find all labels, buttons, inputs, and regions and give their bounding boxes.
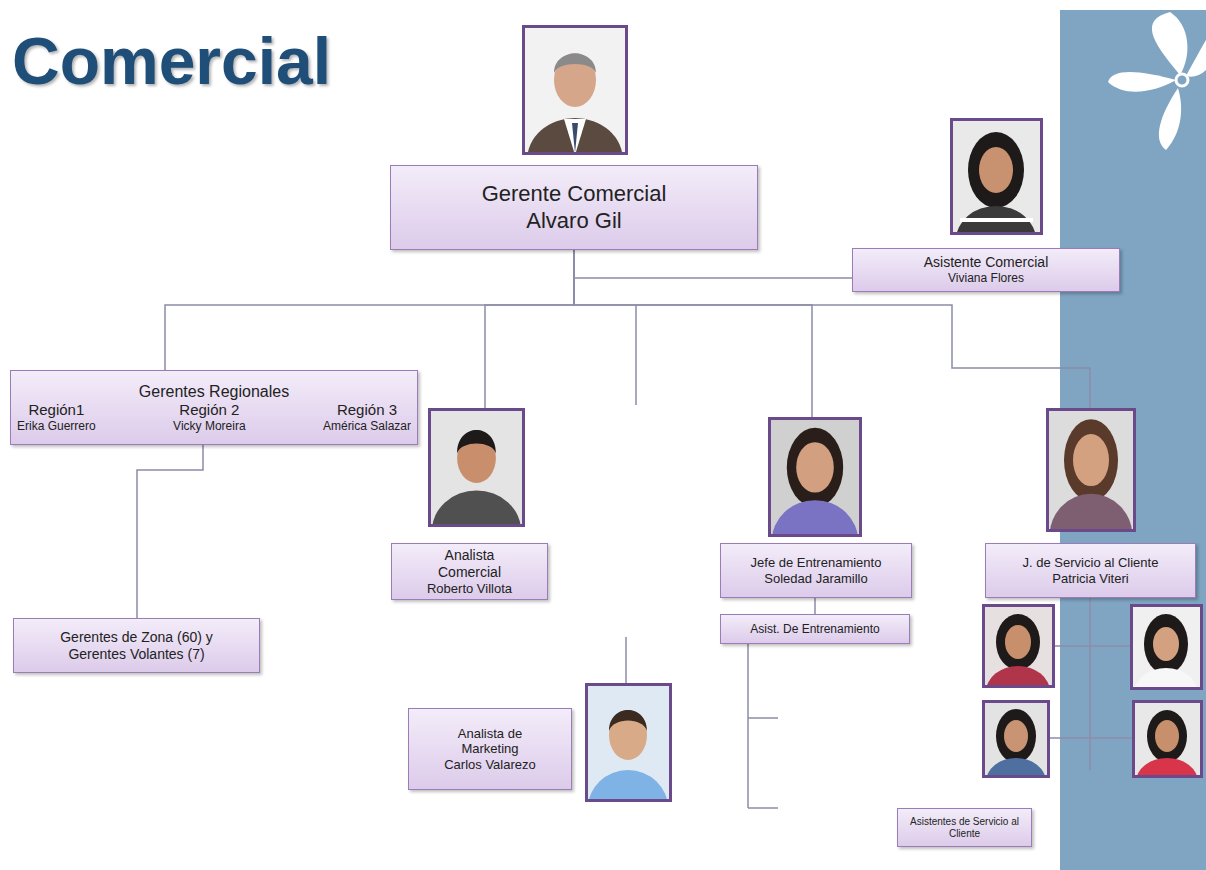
node-text: Asist. De Entrenamiento	[750, 622, 879, 636]
org-box: Gerentes RegionalesRegión1Erika Guerrero…	[10, 370, 418, 445]
node-text: Gerente Comercial	[482, 181, 667, 207]
org-connector	[574, 250, 1090, 408]
node-text: J. de Servicio al Cliente	[1023, 555, 1159, 571]
org-connector	[814, 598, 816, 614]
node-text: Jefe de Entrenamiento	[751, 555, 882, 571]
org-node: Analista ComercialRoberto Villota	[391, 408, 548, 600]
org-box: Asistentes de Servicio al Cliente	[897, 808, 1032, 847]
node-text: Gerentes Regionales	[139, 382, 289, 401]
org-node: Jefe de EntrenamientoSoledad Jaramillo	[720, 417, 912, 598]
org-box: Gerentes de Zona (60) y Gerentes Volante…	[13, 618, 260, 673]
node-text: Región 2	[179, 401, 239, 419]
region-row: Región1Erika Guerrero Región 2Vicky Morei…	[17, 401, 411, 433]
org-box: Analista de MarketingCarlos Valarezo	[408, 708, 572, 790]
node-text: Roberto Villota	[427, 581, 512, 597]
photo	[1046, 408, 1136, 532]
photo	[982, 700, 1050, 806]
photo	[428, 408, 525, 527]
org-connector	[574, 250, 852, 278]
org-node: J. de Servicio al ClientePatricia Viteri	[985, 408, 1196, 598]
photo	[585, 683, 672, 846]
chart-title: Comercial	[12, 22, 331, 101]
node-text: Región1	[28, 401, 84, 419]
node-text: Viviana Flores	[948, 271, 1024, 285]
org-node: Gerente ComercialAlvaro Gil	[390, 165, 758, 250]
node-text: Erika Guerrero	[17, 419, 96, 433]
photo	[768, 417, 862, 537]
org-box: J. de Servicio al ClientePatricia Viteri	[985, 543, 1196, 598]
node-text: Región 3	[337, 401, 397, 419]
org-connector	[574, 250, 812, 417]
node-text: Gerentes de Zona (60) y Gerentes Volante…	[49, 629, 224, 663]
node-text: América Salazar	[323, 419, 411, 433]
node-text: Soledad Jaramillo	[764, 571, 867, 587]
region-column: Región 2Vicky Moreira	[173, 401, 245, 433]
photo	[1132, 700, 1203, 806]
org-box: Jefe de EntrenamientoSoledad Jaramillo	[720, 543, 912, 598]
org-node: Asistente ComercialViviana Flores	[852, 248, 1120, 292]
region-column: Región1Erika Guerrero	[17, 401, 96, 433]
org-box: Analista ComercialRoberto Villota	[391, 543, 548, 600]
node-text: Patricia Viteri	[1052, 571, 1128, 587]
node-text: Vicky Moreira	[173, 419, 245, 433]
org-connector	[485, 250, 574, 408]
org-node: Gerentes RegionalesRegión1Erika Guerrero…	[10, 370, 418, 445]
node-text: Carlos Valarezo	[444, 757, 536, 773]
org-node: Analista de MarketingCarlos Valarezo	[408, 708, 572, 790]
flower-ornament	[1108, 12, 1206, 150]
org-node: Gerentes de Zona (60) y Gerentes Volante…	[13, 618, 260, 673]
node-text: Analista Comercial	[420, 547, 520, 581]
node-text: Alvaro Gil	[526, 208, 621, 234]
org-node: Asistentes de Servicio al Cliente	[897, 808, 1032, 847]
org-box: Gerente ComercialAlvaro Gil	[390, 165, 758, 250]
node-text: Asistentes de Servicio al Cliente	[904, 816, 1025, 840]
node-text: Analista de Marketing	[440, 726, 540, 757]
org-box: Asistente ComercialViviana Flores	[852, 248, 1120, 292]
region-column: Región 3América Salazar	[323, 401, 411, 433]
org-connector	[137, 445, 203, 618]
org-node: Asist. De Entrenamiento	[720, 614, 910, 644]
node-text: Asistente Comercial	[924, 254, 1049, 271]
org-box: Asist. De Entrenamiento	[720, 614, 910, 644]
org-connector	[165, 250, 574, 370]
